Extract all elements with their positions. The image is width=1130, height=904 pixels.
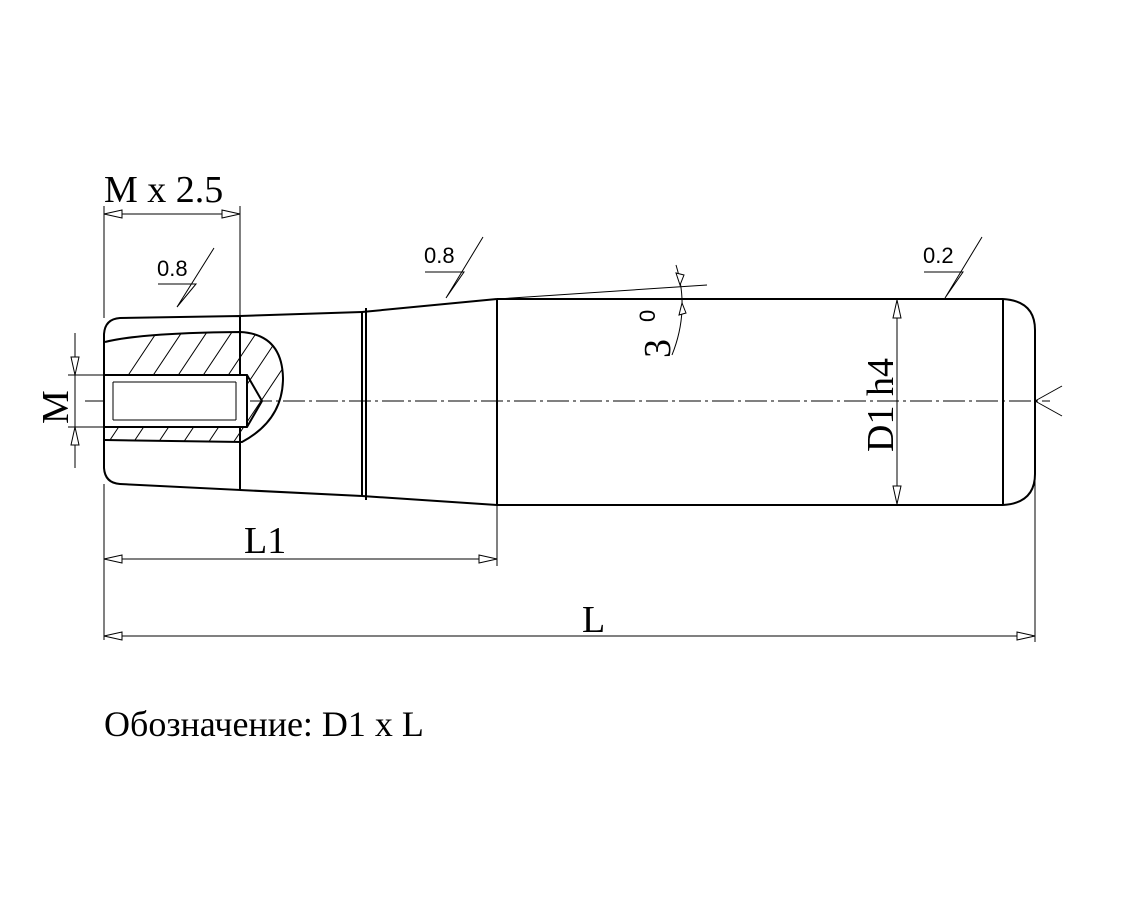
d1-dimension xyxy=(892,299,902,505)
svg-text:0.8: 0.8 xyxy=(157,256,188,281)
roughness-symbol-3: 0.2 xyxy=(923,236,983,299)
shank xyxy=(497,298,1036,506)
thread-depth-dimension xyxy=(103,206,241,318)
l1-label: L1 xyxy=(244,520,286,562)
roughness-symbol-1: 0.8 xyxy=(157,247,215,308)
center-point-mark xyxy=(1034,385,1063,417)
svg-text:0.8: 0.8 xyxy=(424,243,455,268)
d1-label: D1 h4 xyxy=(860,358,902,452)
threaded-bore xyxy=(105,374,264,428)
thread-dimension xyxy=(68,333,105,468)
taper-angle-dimension xyxy=(496,264,708,356)
taper-angle-degree: 0 xyxy=(635,310,660,322)
roughness-symbol-2: 0.8 xyxy=(424,236,484,299)
l-label: L xyxy=(582,599,605,641)
l-dimension xyxy=(103,480,1036,642)
taper-angle-label: 3 xyxy=(637,339,679,358)
tapered-neck xyxy=(239,298,498,506)
designation-caption: Обозначение: D1 x L xyxy=(104,704,424,744)
thread-depth-label: M x 2.5 xyxy=(104,169,223,211)
svg-text:0.2: 0.2 xyxy=(923,243,954,268)
l1-dimension xyxy=(103,484,498,640)
thread-label: M xyxy=(35,390,77,424)
